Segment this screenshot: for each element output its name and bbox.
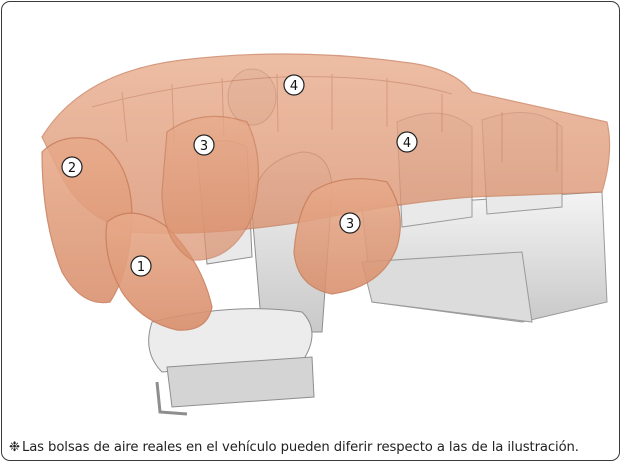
- callout-4-rear: 4: [397, 132, 417, 152]
- svg-text:4: 4: [403, 136, 411, 151]
- svg-text:3: 3: [346, 217, 354, 232]
- svg-text:2: 2: [68, 161, 76, 176]
- callout-3-rear: 3: [340, 213, 360, 233]
- svg-text:1: 1: [137, 260, 145, 275]
- caption-text: Las bolsas de aire reales en el vehículo…: [22, 440, 579, 455]
- callout-2: 2: [62, 157, 82, 177]
- illustration-caption: ❉Las bolsas de aire reales en el vehícul…: [9, 440, 620, 455]
- callout-4-front: 4: [284, 75, 304, 95]
- svg-text:3: 3: [200, 139, 208, 154]
- note-mark-icon: ❉: [9, 440, 20, 455]
- callout-1: 1: [131, 256, 151, 276]
- airbag-illustration: 1 2 3 3 4 4: [2, 2, 620, 442]
- svg-text:4: 4: [290, 79, 298, 94]
- callout-3-front: 3: [194, 135, 214, 155]
